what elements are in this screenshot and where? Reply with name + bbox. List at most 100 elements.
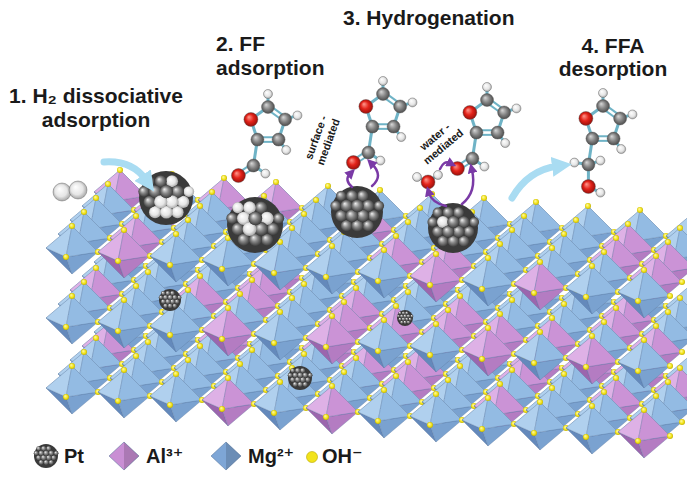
carbon-atom (262, 101, 275, 114)
mg-octahedron (98, 297, 153, 348)
pt-particle (183, 186, 194, 197)
pt-particle (331, 186, 383, 238)
al-octahedron (306, 383, 361, 434)
pt-particle (290, 368, 295, 373)
hydroxyl-dot (537, 399, 543, 405)
hydroxyl-dot (393, 233, 399, 239)
mg-octahedron (358, 387, 413, 438)
hydroxyl-dot (167, 332, 173, 338)
hydroxyl-dot (417, 205, 423, 211)
hydroxyl-dot (561, 301, 567, 307)
pt-particle (330, 201, 340, 211)
hydrogen-atom (376, 156, 385, 165)
hydroxyl-dot (509, 297, 515, 303)
hydroxyl-dot (329, 383, 335, 389)
carbon-atom (279, 113, 292, 126)
hydroxyl-dot (497, 381, 503, 387)
octahedral-layer (46, 237, 687, 388)
al-octahedron (202, 375, 257, 426)
mg-octahedron (274, 312, 306, 343)
mg-octahedron (430, 394, 462, 425)
hydroxyl-dot (665, 239, 671, 245)
hydroxyl-dot (273, 179, 279, 185)
hydroxyl-dot (237, 361, 243, 367)
hydroxyl-dot (485, 255, 491, 261)
hydroxyl-dot (479, 426, 485, 432)
mg-octahedron (462, 255, 517, 306)
furfural (231, 90, 302, 183)
mg-octahedron (618, 267, 673, 318)
hydroxyl-dot (133, 353, 139, 359)
al-octahedron (306, 313, 361, 364)
pt-particle (167, 295, 172, 300)
hydroxyl-dot (641, 337, 647, 343)
pt-particle (159, 289, 181, 311)
carbon-atom (470, 126, 483, 139)
hydroxyl-dot (635, 368, 641, 374)
hydroxyl-dot (69, 363, 75, 369)
hydroxyl-dot (613, 305, 619, 311)
hydrogen-atom (261, 169, 270, 178)
hydrogen-atom (397, 133, 406, 142)
hydroxyl-dot (323, 414, 329, 420)
hydroxyl-dot (637, 207, 643, 213)
hydroxyl-dot (457, 293, 463, 299)
al-octahedron (202, 305, 257, 356)
hydroxyl-dot (115, 258, 121, 264)
carbon-atom (251, 133, 264, 146)
hydroxyl-dot (531, 360, 537, 366)
hydroxyl-dot (167, 402, 173, 408)
hydroxyl-dot (249, 277, 255, 283)
hydroxyl-dot (549, 315, 555, 321)
mg-octahedron (410, 391, 465, 442)
carbon-atom (366, 120, 379, 133)
pt-particle (403, 314, 407, 318)
hydroxyl-dot (589, 333, 595, 339)
pt-particle (428, 203, 478, 253)
hydroxyl-dot (653, 323, 659, 329)
hydrogen-atom (501, 139, 510, 148)
pt-particle (351, 199, 364, 212)
pt-particle (288, 366, 312, 390)
pt-particle (433, 208, 443, 218)
hydroxyl-dot (635, 438, 641, 444)
hydroxyl-dot (485, 325, 491, 331)
hydroxyl-dot (679, 349, 685, 355)
mg-octahedron (170, 374, 202, 405)
hydroxyl-dot (185, 217, 191, 223)
mg-octahedron (638, 270, 670, 301)
hydroxyl-dot (219, 406, 225, 412)
hydroxyl-dot (115, 398, 121, 404)
mg-octahedron (378, 250, 410, 281)
surface-particles (138, 171, 479, 253)
pt-particle (159, 289, 182, 311)
mg-octahedron (150, 231, 205, 282)
hydroxyl-dot (381, 387, 387, 393)
al-octahedron (638, 410, 670, 441)
pt-particle (469, 217, 479, 227)
hydroxyl-dot (121, 227, 127, 233)
hydroxyl-dot (69, 293, 75, 299)
hydroxyl-dot (301, 211, 307, 217)
hydroxyl-dot (405, 359, 411, 365)
hydroxyl-dot (433, 391, 439, 397)
hydroxyl-dot (237, 291, 243, 297)
mg-octahedron (254, 309, 309, 360)
hydrogen-atom (379, 77, 388, 86)
hydroxyl-dot (531, 430, 537, 436)
hydroxyl-dot (601, 389, 607, 395)
hydroxyl-dot (197, 343, 203, 349)
pt-particle (308, 373, 313, 378)
hydroxyl-dot (173, 371, 179, 377)
hydroxyl-dot (121, 367, 127, 373)
pt-particle (399, 311, 402, 314)
mg-octahedron (586, 406, 618, 437)
hydroxyl-dot (653, 253, 659, 259)
carbon-atom (498, 106, 511, 119)
hydroxyl-dot (117, 167, 123, 173)
hydroxyl-dot (277, 309, 283, 315)
hydroxyl-dot (531, 290, 537, 296)
mg-octahedron (378, 390, 410, 421)
furfuryl-alcohol (570, 89, 637, 198)
oxygen-atom (450, 162, 464, 176)
